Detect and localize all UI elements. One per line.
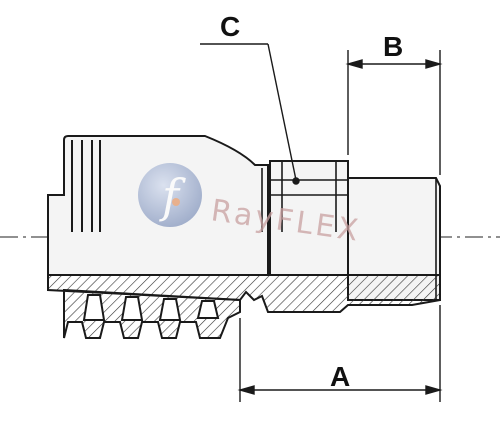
watermark-logo: f xyxy=(138,163,202,227)
dimension-b xyxy=(345,50,443,175)
dimension-a xyxy=(237,305,443,402)
leader-c xyxy=(200,43,300,185)
fitting-section xyxy=(47,274,441,339)
dimension-label-a: A xyxy=(330,361,350,392)
dimension-label-c: C xyxy=(220,11,240,42)
hex-details xyxy=(261,161,348,232)
dimension-label-b: B xyxy=(383,31,403,62)
ferrule-grooves xyxy=(71,140,101,232)
